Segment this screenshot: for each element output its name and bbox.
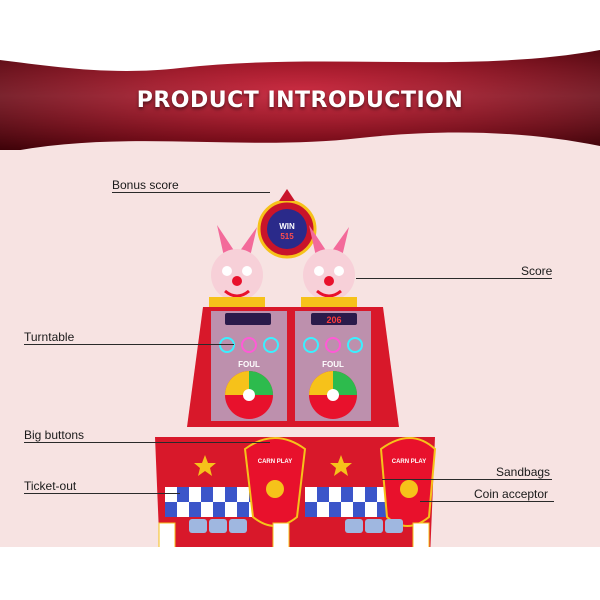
big-button-panel-left-label: CARN PLAY [258,459,292,465]
banner-title: PRODUCT INTRODUCTION [136,88,464,113]
banner-glow [0,42,600,150]
callout-bonus-score: Bonus score [112,178,179,192]
callout-line-big-buttons [24,442,270,443]
banner-bottom-wave [0,132,600,174]
turntable-right [309,371,357,419]
coin-acceptor [412,522,430,547]
big-button-panel-left: CARN PLAY [243,437,307,527]
arcade-machine-illustration: WIN 515 206 [155,189,437,547]
callout-line-bonus-score [112,192,270,193]
sandbags-left [189,519,247,533]
product-panel: PRODUCT INTRODUCTION WIN 515 [0,42,600,547]
callout-line-turntable [24,344,234,345]
score-display-right [311,313,357,325]
big-button-panel-right-label: CARN PLAY [392,459,426,465]
title-banner: PRODUCT INTRODUCTION [0,42,600,174]
callout-turntable: Turntable [24,330,75,344]
clown-left [209,225,265,307]
bonus-score-sign: WIN 515 [257,189,317,259]
clown-right [301,225,357,307]
callout-big-buttons: Big buttons [24,428,85,442]
banner-top-wave [0,42,600,71]
callout-sandbags: Sandbags [496,465,551,479]
callout-coin-acceptor: Coin acceptor [474,487,549,501]
callout-line-score [356,278,552,279]
callout-ticket-out: Ticket-out [24,479,77,493]
callout-line-ticket-out [24,493,180,494]
big-button-panel-right: CARN PLAY [379,437,437,527]
bonus-sign-label: WIN [279,222,295,231]
bonus-sign-value: 515 [280,232,294,241]
big-button-right [400,480,418,498]
callout-score: Score [521,264,553,278]
foul-label-right: FOUL [322,360,344,369]
sandbags-right [345,519,403,533]
ticket-out-left [158,522,176,547]
ticket-out-middle [272,522,290,547]
score-display-left [225,313,271,325]
foul-label-left: FOUL [238,360,260,369]
turntable-left [225,371,273,419]
big-button-left [266,480,284,498]
score-value-right: 206 [326,315,341,325]
callout-line-sandbags [382,479,552,480]
callout-line-coin-acceptor [420,501,554,502]
checker-front-left [165,487,261,517]
